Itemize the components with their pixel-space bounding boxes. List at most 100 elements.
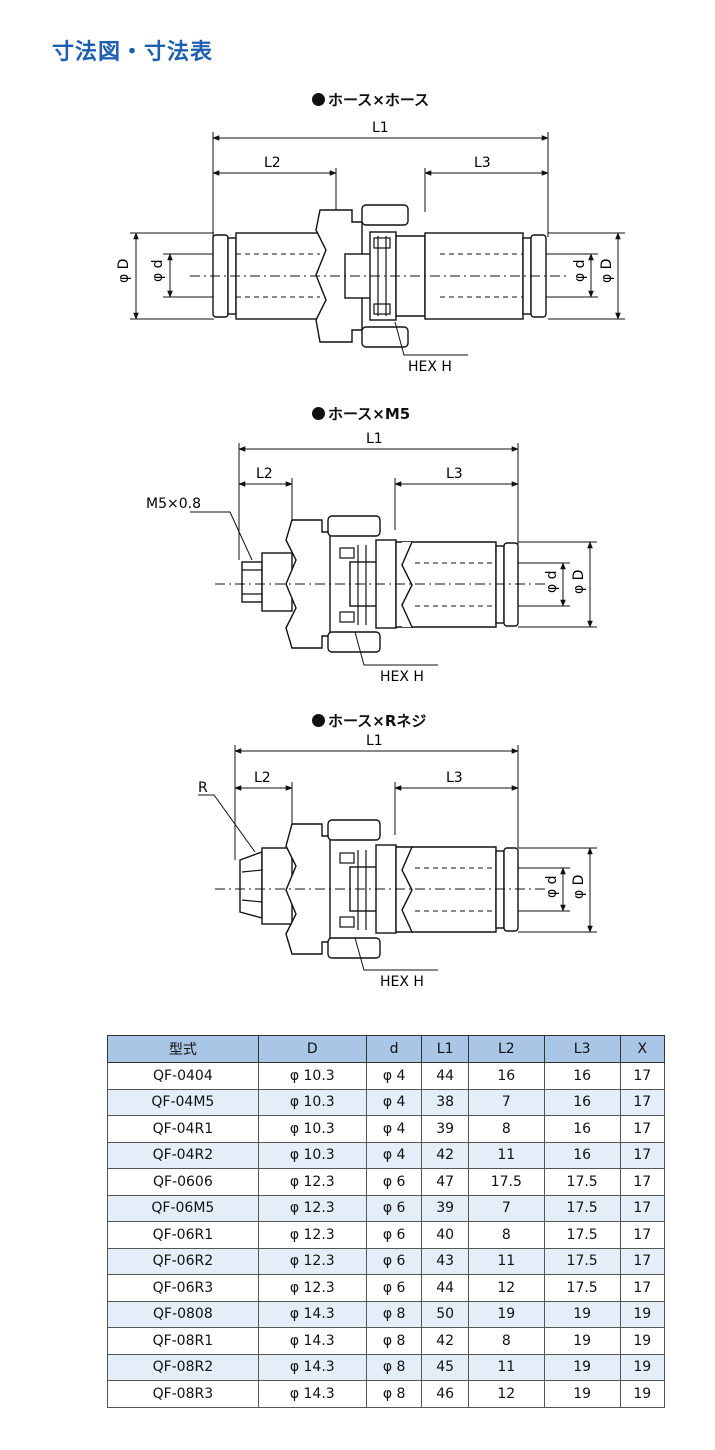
table-cell: QF-04M5 [107,1088,259,1116]
table-cell: 45 [421,1353,469,1381]
table-cell: φ 8 [365,1380,423,1408]
table-cell: 17.5 [543,1221,621,1249]
dim-L3: L3 [446,466,463,482]
table-cell: φ 6 [365,1194,423,1222]
table-cell: QF-08R1 [107,1327,259,1355]
hex-label: HEX H [380,974,424,990]
dim-L3: L3 [474,155,491,171]
table-cell: 17.5 [543,1194,621,1222]
table-cell: 19 [543,1353,621,1381]
table-cell: 17.5 [543,1168,621,1196]
dim-L1: L1 [366,733,383,749]
bullet-icon [312,93,325,106]
table-cell: 8 [467,1115,545,1143]
hex-label: HEX H [380,669,424,685]
dim-D: φ D [571,875,587,899]
dim-d-right: φ d [572,259,588,282]
table-cell: 19 [619,1300,666,1328]
table-cell: 47 [421,1168,469,1196]
dim-L1: L1 [366,431,383,447]
table-cell: 7 [467,1194,545,1222]
table-cell: QF-08R3 [107,1380,259,1408]
table-cell: QF-06R3 [107,1274,259,1302]
table-cell: QF-08R2 [107,1353,259,1381]
diagram-2-title: ホース×M5 [312,403,410,424]
table-cell: 17 [619,1141,666,1169]
table-cell: 16 [543,1141,621,1169]
table-cell: 11 [467,1141,545,1169]
col-header: d [365,1035,423,1063]
table-cell: φ 12.3 [257,1194,367,1222]
table-cell: 16 [543,1062,621,1090]
table-cell: 17 [619,1194,666,1222]
table-cell: 42 [421,1327,469,1355]
table-cell: 17 [619,1088,666,1116]
col-header: L1 [421,1035,469,1063]
table-cell: φ 12.3 [257,1247,367,1275]
bullet-icon [312,407,325,420]
table-cell: QF-06R2 [107,1247,259,1275]
dim-L1: L1 [372,120,389,136]
col-header: L3 [543,1035,621,1063]
table-cell: 11 [467,1247,545,1275]
table-cell: 19 [619,1380,666,1408]
table-cell: φ 8 [365,1327,423,1355]
table-cell: 43 [421,1247,469,1275]
table-cell: 38 [421,1088,469,1116]
table-cell: 7 [467,1088,545,1116]
table-cell: φ 10.3 [257,1115,367,1143]
dim-L2: L2 [254,770,271,786]
dim-D-right: φ D [599,259,615,283]
table-cell: 44 [421,1062,469,1090]
dim-L2: L2 [264,155,281,171]
table-cell: QF-0808 [107,1300,259,1328]
table-cell: 17 [619,1247,666,1275]
col-header: L2 [467,1035,545,1063]
table-cell: φ 6 [365,1221,423,1249]
page-title: 寸法図・寸法表 [52,40,214,65]
table-cell: 19 [619,1327,666,1355]
table-cell: 19 [619,1353,666,1381]
table-cell: 17 [619,1168,666,1196]
table-cell: 8 [467,1327,545,1355]
table-cell: 42 [421,1141,469,1169]
table-cell: QF-04R2 [107,1141,259,1169]
table-cell: 17 [619,1274,666,1302]
table-cell: φ 4 [365,1115,423,1143]
table-cell: φ 12.3 [257,1168,367,1196]
table-cell: 12 [467,1380,545,1408]
table-cell: φ 8 [365,1300,423,1328]
table-cell: 11 [467,1353,545,1381]
col-header: X [619,1035,666,1063]
table-cell: 16 [543,1115,621,1143]
table-header-row: 型式 D d L1 L2 L3 X [107,1035,666,1063]
table-cell: 17 [619,1221,666,1249]
table-cell: 17 [619,1115,666,1143]
table-cell: 50 [421,1300,469,1328]
table-cell: 17.5 [467,1168,545,1196]
table-cell: 8 [467,1221,545,1249]
table-cell: φ 4 [365,1088,423,1116]
dim-d: φ d [544,570,560,593]
dim-L3: L3 [446,770,463,786]
table-cell: 19 [467,1300,545,1328]
table-cell: 16 [543,1088,621,1116]
dim-d-left: φ d [150,259,166,282]
table-cell: φ 12.3 [257,1274,367,1302]
table-cell: φ 14.3 [257,1300,367,1328]
diagram-1-title: ホース×ホース [312,89,429,110]
table-cell: QF-04R1 [107,1115,259,1143]
col-header: 型式 [107,1035,259,1063]
